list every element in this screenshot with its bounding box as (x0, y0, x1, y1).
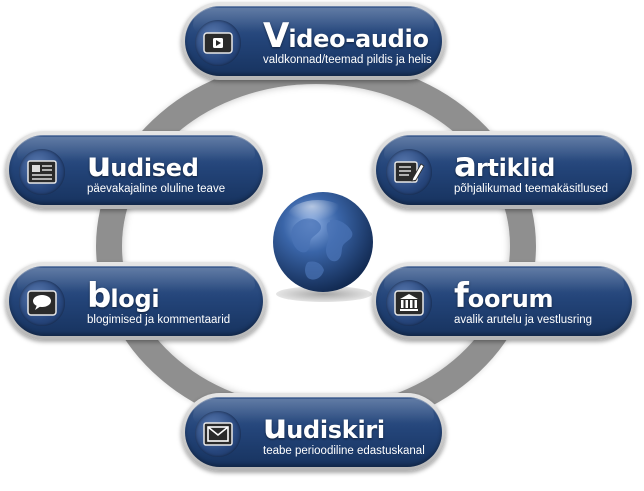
pill-subtitle: avalik arutelu ja vestlusring (454, 314, 593, 326)
pill-title: artiklid (454, 145, 555, 185)
speech-bubble-icon (19, 280, 65, 326)
pill-subtitle: teabe perioodiline edastuskanal (263, 445, 425, 457)
pill-subtitle: valdkonnad/teemad pildis ja helis (263, 54, 432, 66)
pill-blogi[interactable]: blogi blogimised ja kommentaarid (5, 262, 267, 340)
pill-title: foorum (454, 276, 554, 316)
pill-artiklid[interactable]: artiklid põhjalikumad teemakäsitlused (372, 131, 636, 209)
pill-title: uudiskiri (263, 407, 385, 447)
pill-subtitle: päevakajaline oluline teave (87, 183, 226, 195)
article-edit-icon (386, 149, 432, 195)
globe-shadow (276, 286, 372, 302)
pill-title: uudised (87, 145, 199, 185)
pill-foorum[interactable]: foorum avalik arutelu ja vestlusring (372, 262, 636, 340)
video-player-icon (195, 20, 241, 66)
pill-uudiskiri[interactable]: uudiskiri teabe perioodiline edastuskana… (181, 393, 446, 471)
newspaper-icon (19, 149, 65, 195)
pill-video-audio[interactable]: Video-audio valdkonnad/teemad pildis ja … (181, 2, 446, 80)
envelope-icon (195, 411, 241, 457)
pill-title: Video-audio (263, 16, 429, 56)
globe-icon (268, 190, 378, 300)
pill-uudised[interactable]: uudised päevakajaline oluline teave (5, 131, 267, 209)
columns-building-icon (386, 280, 432, 326)
pill-subtitle: põhjalikumad teemakäsitlused (454, 183, 609, 195)
pill-title: blogi (87, 276, 160, 316)
pill-subtitle: blogimised ja kommentaarid (87, 314, 231, 326)
